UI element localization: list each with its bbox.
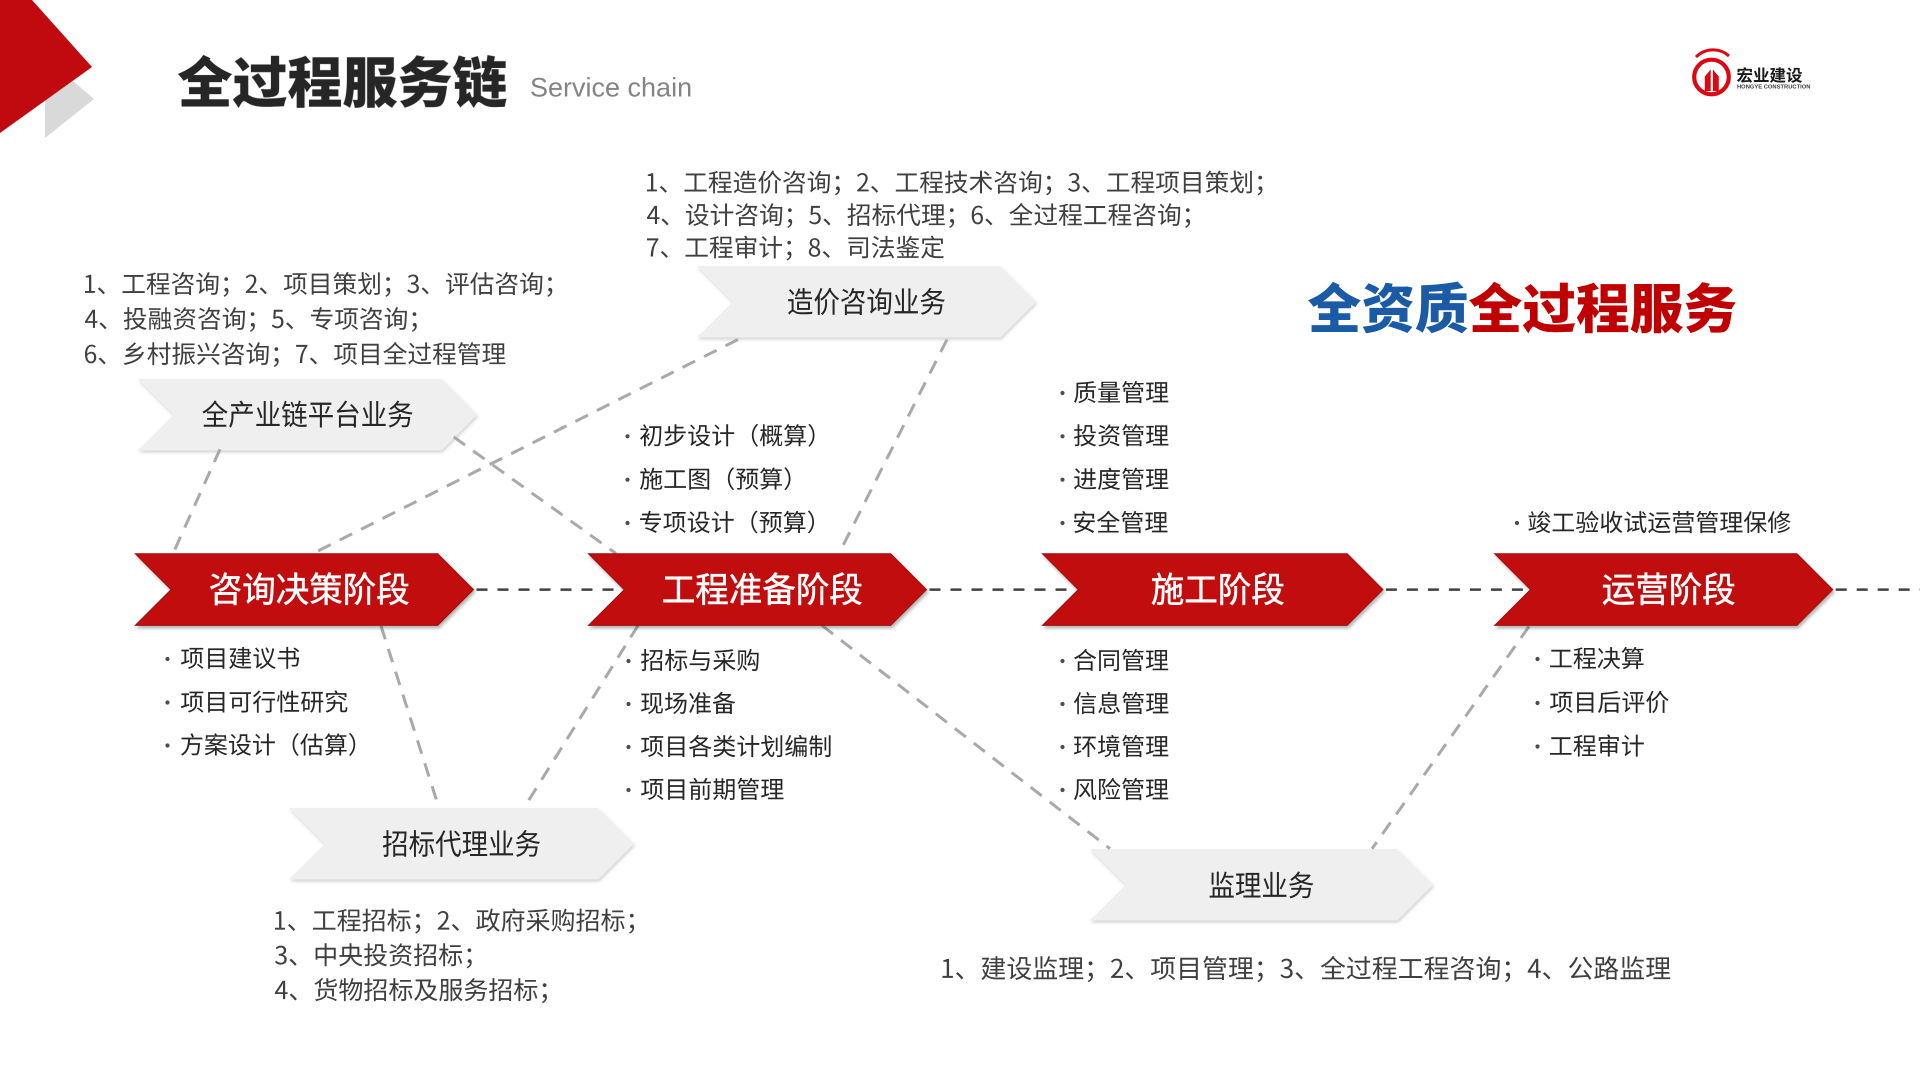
svg-text:Service chain: Service chain: [530, 73, 692, 103]
svg-text:HONGYE CONSTRUCTION: HONGYE CONSTRUCTION: [1737, 85, 1810, 91]
